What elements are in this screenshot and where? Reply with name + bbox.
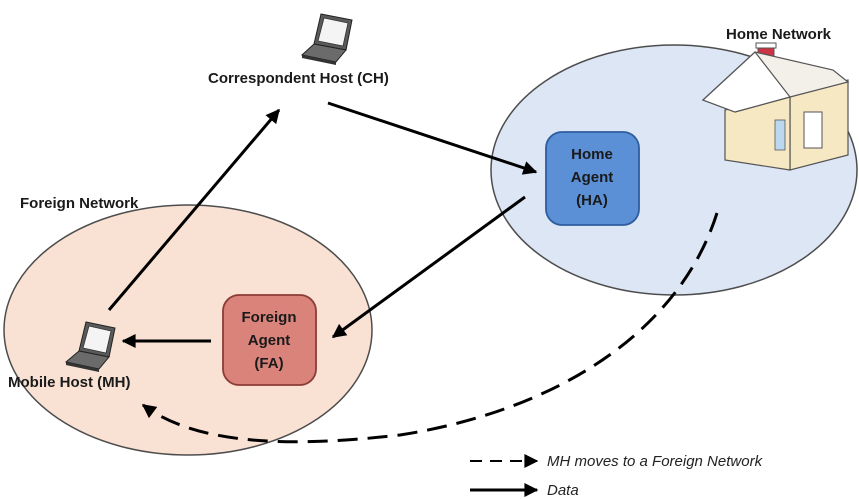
house-icon bbox=[701, 42, 850, 171]
home-agent-line-1: Home bbox=[571, 146, 613, 163]
mobile-laptop-icon bbox=[64, 321, 116, 372]
foreign-network-label: Foreign Network bbox=[20, 195, 139, 212]
home-agent-line-2: Agent bbox=[571, 169, 614, 186]
data-arrow-ha-to-fa bbox=[331, 195, 526, 339]
data-arrow-mh-to-ch bbox=[107, 108, 281, 311]
data-arrow-ch-to-ha bbox=[327, 101, 538, 175]
foreign-agent-line-3: (FA) bbox=[254, 355, 283, 372]
mobile-host-label: Mobile Host (MH) bbox=[8, 374, 130, 391]
home-agent-node: Home Agent (HA) bbox=[545, 131, 640, 226]
correspondent-host-label: Correspondent Host (CH) bbox=[208, 70, 389, 87]
foreign-agent-line-2: Agent bbox=[248, 332, 291, 349]
legend-move-label: MH moves to a Foreign Network bbox=[547, 453, 764, 470]
foreign-network-area bbox=[3, 204, 373, 456]
move-arrow-home-to-foreign bbox=[141, 212, 719, 444]
legend: MH moves to a Foreign Network Data bbox=[470, 453, 764, 499]
home-agent-line-3: (HA) bbox=[576, 192, 608, 209]
foreign-agent-line-1: Foreign bbox=[242, 309, 297, 326]
foreign-agent-node: Foreign Agent (FA) bbox=[222, 294, 317, 386]
correspondent-laptop-icon bbox=[300, 13, 353, 65]
legend-data-label: Data bbox=[547, 482, 579, 499]
home-network-label: Home Network bbox=[726, 26, 832, 43]
